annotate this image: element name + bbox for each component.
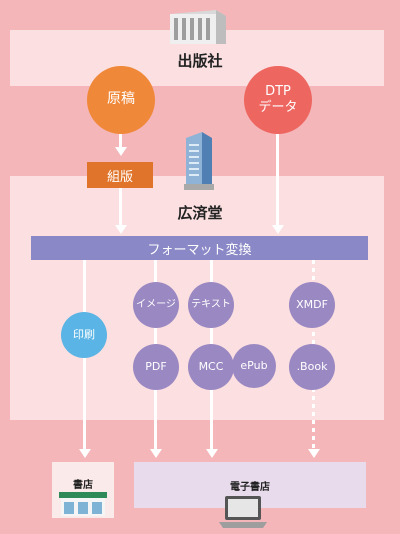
format-conversion-bar: フォーマット変換 — [31, 236, 368, 260]
pdf-node: PDF — [133, 344, 179, 390]
manuscript-label: 原稿 — [107, 91, 135, 108]
pdf-label: PDF — [145, 360, 167, 374]
bookstore-label: 書店 — [73, 480, 93, 491]
format-conversion-label: フォーマット変換 — [147, 242, 252, 258]
dtp-label-line2: データ — [258, 100, 298, 115]
bookstore-box: 書店 — [52, 462, 114, 518]
book-node: .Book — [289, 344, 335, 390]
dtp-label-line1: DTP — [265, 83, 291, 99]
book-label: .Book — [296, 360, 328, 374]
text-node: テキスト — [188, 282, 234, 328]
text-label: テキスト — [191, 298, 231, 310]
printer-label: 広済堂 — [177, 204, 223, 222]
arrow-manuscript-to-typesetting — [119, 134, 122, 148]
tower-building-icon — [182, 128, 216, 190]
image-label: イメージ — [136, 298, 176, 310]
print-label: 印刷 — [73, 328, 95, 342]
laptop-icon — [219, 496, 267, 528]
arrow-dtp-to-conversion — [276, 134, 279, 226]
typesetting-label: 組版 — [106, 169, 133, 185]
office-building-icon — [164, 6, 232, 44]
xmdf-node: XMDF — [289, 282, 335, 328]
storefront-icon — [59, 492, 107, 516]
typesetting-box: 組版 — [87, 162, 153, 188]
publisher-label: 出版社 — [177, 52, 223, 70]
ebookstore-label: 電子書店 — [230, 482, 270, 493]
epub-label: ePub — [240, 359, 268, 373]
dtp-data-node: DTP データ — [244, 66, 312, 134]
manuscript-node: 原稿 — [87, 66, 155, 134]
xmdf-label: XMDF — [296, 298, 328, 312]
epub-node: ePub — [232, 344, 276, 388]
image-node: イメージ — [133, 282, 179, 328]
mcc-label: MCC — [198, 360, 224, 374]
mcc-node: MCC — [188, 344, 234, 390]
print-node: 印刷 — [61, 312, 107, 358]
arrow-typesetting-to-conversion — [119, 188, 122, 226]
